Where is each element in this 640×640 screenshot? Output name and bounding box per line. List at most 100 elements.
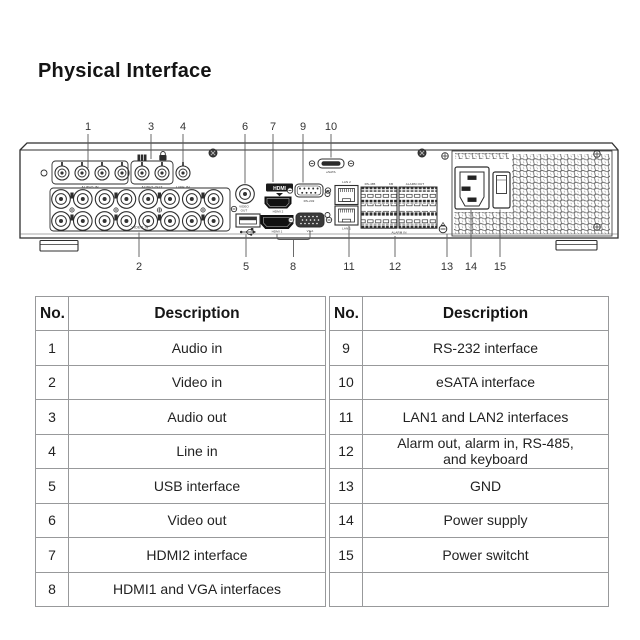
hdmi2-port: HDMI HDMI 2 xyxy=(264,183,293,214)
lan1-label: LAN 1 xyxy=(342,227,351,231)
desc-cell: GND xyxy=(362,468,609,504)
no-cell: 13 xyxy=(329,468,363,504)
table-header-row: No. Description xyxy=(35,296,326,331)
callout-10: 10 xyxy=(325,121,337,133)
desc-cell: LAN1 and LAN2 interfaces xyxy=(362,399,609,435)
callout-1: 1 xyxy=(85,121,91,133)
audio-out-label: AUDIO OUT xyxy=(141,186,163,190)
power-section xyxy=(451,150,613,237)
rear-panel-diagram: AUDIO IN AUDIO OUT LINE IN VIDEO IN xyxy=(0,115,640,275)
desc-cell: RS-232 interface xyxy=(362,330,609,366)
callout-14: 14 xyxy=(465,261,477,273)
hdmi-logo-label: HDMI xyxy=(273,186,286,192)
vent-grille xyxy=(512,154,610,234)
desc-cell: eSATA interface xyxy=(362,364,609,400)
callout-6: 6 xyxy=(242,121,248,133)
panel-hole xyxy=(40,169,48,177)
no-cell: 2 xyxy=(35,364,69,400)
col-header-description: Description xyxy=(68,296,326,331)
callout-7: 7 xyxy=(270,121,276,133)
callout-9: 9 xyxy=(300,121,306,133)
no-cell: 8 xyxy=(35,571,69,607)
line-in-port: LINE IN xyxy=(175,161,191,190)
hdmi1-label: HDMI 1 xyxy=(272,230,283,234)
alarm-in-label: ALARM IN xyxy=(392,231,407,235)
esata-label: eSATA xyxy=(326,170,336,174)
rs232-label: RS-232 xyxy=(304,199,315,203)
alarm-terminal-blocks: RS-485 KB ALARM OUT ALARM IN xyxy=(360,182,438,235)
no-cell: 6 xyxy=(35,502,69,538)
top-screw-left xyxy=(208,148,218,158)
top-screw-cross xyxy=(441,152,449,160)
desc-cell: Alarm out, alarm in, RS-485, and keyboar… xyxy=(362,433,609,469)
no-cell: 15 xyxy=(329,537,363,573)
audio-out-ports: AUDIO OUT xyxy=(130,151,174,190)
hdmi2-label: HDMI 2 xyxy=(273,210,284,214)
callout-numbers: 1 3 4 6 7 9 10 2 5 8 11 12 13 14 15 xyxy=(85,121,506,273)
no-cell: 12 xyxy=(329,433,363,469)
desc-cell: HDMI1 and VGA interfaces xyxy=(68,571,326,607)
no-cell: 5 xyxy=(35,468,69,504)
table-header-row: No. Description xyxy=(329,296,609,331)
hdmi1-port: HDMI 1 xyxy=(260,215,294,234)
audio-in-ports: AUDIO IN xyxy=(51,160,130,190)
audio-in-label: AUDIO IN xyxy=(81,186,98,190)
foot-left xyxy=(39,239,79,252)
desc-cell: USB interface xyxy=(68,468,326,504)
line-in-label: LINE IN xyxy=(176,186,190,190)
top-screw-right xyxy=(417,148,427,158)
desc-cell: Line in xyxy=(68,433,326,469)
col-header-no: No. xyxy=(329,296,363,331)
hdmi-logo xyxy=(266,183,293,192)
esata-port: eSATA xyxy=(308,158,355,174)
col-header-no: No. xyxy=(35,296,69,331)
callout-4: 4 xyxy=(180,121,186,133)
no-cell: 10 xyxy=(329,364,363,400)
desc-cell xyxy=(362,571,609,607)
lan-ports: LAN 2 LAN 1 xyxy=(324,180,359,231)
callout-5: 5 xyxy=(243,261,249,273)
terminal-block-1 xyxy=(360,186,398,229)
callout-lines xyxy=(87,134,501,257)
col-header-description: Description xyxy=(362,296,609,331)
arrow-down-icon xyxy=(276,193,283,197)
video-in-ports: VIDEO IN xyxy=(49,187,231,232)
no-cell: 4 xyxy=(35,433,69,469)
lan2-label: LAN 2 xyxy=(342,180,351,184)
usb-port xyxy=(235,213,261,236)
rs232-port: RS-232 xyxy=(286,183,332,203)
alarm-out-label: ALARM OUT xyxy=(406,182,424,186)
callout-15: 15 xyxy=(494,261,506,273)
no-cell: 14 xyxy=(329,502,363,538)
callout-12: 12 xyxy=(389,261,401,273)
desc-cell: Audio in xyxy=(68,330,326,366)
desc-cell: Power switcht xyxy=(362,537,609,573)
desc-cell: Video out xyxy=(68,502,326,538)
callout-11: 11 xyxy=(343,261,354,273)
desc-cell: Power supply xyxy=(362,502,609,538)
no-cell: 7 xyxy=(35,537,69,573)
callout-8: 8 xyxy=(290,261,296,273)
lock-icon xyxy=(159,151,167,161)
no-cell: 9 xyxy=(329,330,363,366)
terminal-block-2 xyxy=(398,186,438,229)
usb-icon xyxy=(239,228,257,236)
power-switch xyxy=(492,171,511,209)
svg-text:OUT: OUT xyxy=(241,209,248,213)
no-cell xyxy=(329,571,363,607)
